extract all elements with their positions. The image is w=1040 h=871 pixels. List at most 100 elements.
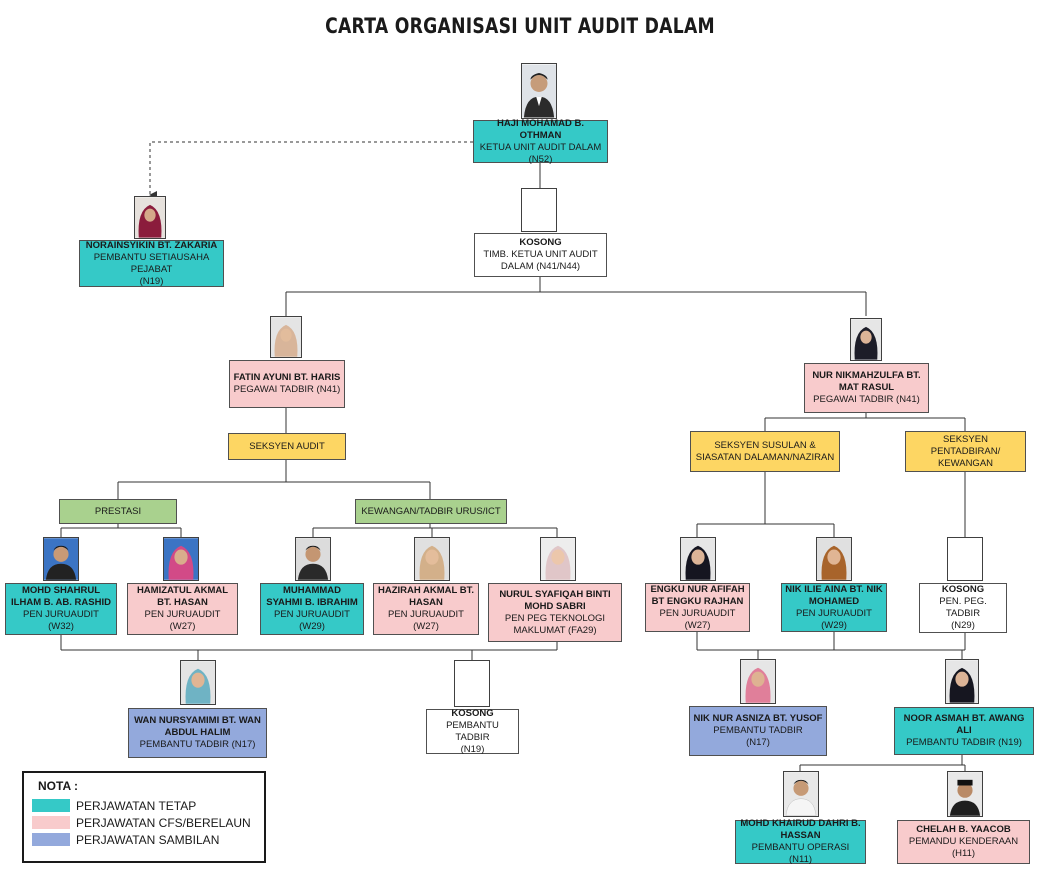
timbalan-role: TIMB. KETUA UNIT AUDIT DALAM (N41/N44) <box>483 249 598 272</box>
prestasi-box: PRESTASI <box>59 499 177 524</box>
setiausaha-role: PEMBANTU SETIAUSAHA PEJABAT <box>93 251 210 275</box>
chelah-box: CHELAH B. YAACOB PEMANDU KENDERAAN (H11) <box>897 820 1030 864</box>
syafiqah-box: NURUL SYAFIQAH BINTI MOHD SABRI PEN PEG … <box>488 583 622 642</box>
chelah-photo-icon <box>947 771 983 817</box>
dashed-link-ketua-to-setiausaha <box>149 141 473 199</box>
nurnikmah-role: PEGAWAI TADBIR (N41) <box>813 394 920 405</box>
link-audit-to-subsections <box>117 460 431 499</box>
kosong-pen-peg-grade: (N29) <box>951 620 975 631</box>
hazirah-photo-icon <box>414 537 450 581</box>
setiausaha-photo-icon <box>134 196 166 239</box>
ketua-role: KETUA UNIT AUDIT DALAM <box>479 141 602 153</box>
legend-row-tetap: PERJAWATAN TETAP <box>32 797 256 814</box>
link-nurnikmah-to-sections <box>764 413 966 431</box>
chelah-name: CHELAH B. YAACOB <box>916 824 1011 835</box>
syahmi-photo-icon <box>295 537 331 581</box>
nurnikmah-name: NUR NIKMAHZULFA BT. MAT RASUL <box>812 370 921 393</box>
niknur-grade: (N17) <box>746 737 770 748</box>
kosong-pen-peg-box: KOSONG PEN. PEG. TADBIR (N29) <box>919 583 1007 633</box>
legend-row-sambilan: PERJAWATAN SAMBILAN <box>32 831 256 848</box>
timbalan-vacant-photo-icon <box>521 188 557 232</box>
seksyen-audit-box: SEKSYEN AUDIT <box>228 433 346 460</box>
hazirah-name: HAZIRAH AKMAL BT. HASAN <box>377 585 475 608</box>
link-prestasi-staff <box>60 524 182 537</box>
legend-row-cfs: PERJAWATAN CFS/BERELAUN <box>32 814 256 831</box>
kosong-pembantu-vacant-photo-icon <box>454 660 490 707</box>
wan-photo-icon <box>180 660 216 705</box>
legend: NOTA : PERJAWATAN TETAP PERJAWATAN CFS/B… <box>22 771 266 863</box>
syahmi-box: MUHAMMAD SYAHMI B. IBRAHIM PEN JURUAUDIT… <box>260 583 364 635</box>
link-right-bottom-row <box>696 632 966 659</box>
wan-role: PEMBANTU TADBIR (N17) <box>139 739 256 750</box>
kosong-pen-peg-name: KOSONG <box>941 584 985 595</box>
noor-photo-icon <box>945 659 979 704</box>
shahrul-role: PEN JURUAUDIT (W32) <box>22 609 99 632</box>
seksyen-pentadbiran-box: SEKSYEN PENTADBIRAN/ KEWANGAN <box>905 431 1026 472</box>
khairud-photo-icon <box>783 771 819 817</box>
shahrul-box: MOHD SHAHRUL ILHAM B. AB. RASHID PEN JUR… <box>5 583 117 635</box>
niknur-name: NIK NUR ASNIZA BT. YUSOF <box>693 713 823 724</box>
syahmi-name: MUHAMMAD SYAHMI B. IBRAHIM <box>266 585 358 608</box>
syafiqah-role: PEN PEG TEKNOLOGI MAKLUMAT (FA29) <box>504 612 606 636</box>
setiausaha-grade: (N19) <box>139 275 164 287</box>
legend-label-cfs: PERJAWATAN CFS/BERELAUN <box>76 815 251 830</box>
page-title: CARTA ORGANISASI UNIT AUDIT DALAM <box>325 14 715 38</box>
hamizatul-photo-icon <box>163 537 199 581</box>
fatin-photo-icon <box>270 316 302 358</box>
legend-swatch-sambilan <box>32 833 70 846</box>
chelah-role: PEMANDU KENDERAAN (H11) <box>908 836 1019 859</box>
syahmi-role: PEN JURUAUDIT (W29) <box>273 609 350 632</box>
kosong-pembantu-role: PEMBANTU TADBIR <box>446 719 499 743</box>
link-susulan-staff <box>696 472 835 537</box>
engku-photo-icon <box>680 537 716 581</box>
fatin-box: FATIN AYUNI BT. HARIS PEGAWAI TADBIR (N4… <box>229 360 345 408</box>
noor-name: NOOR ASMAH BT. AWANG ALI <box>903 713 1025 736</box>
engku-name: ENGKU NUR AFIFAH BT ENGKU RAJHAN <box>650 583 745 607</box>
setiausaha-name: NORAINSYIKIN BT. ZAKARIA <box>85 239 218 251</box>
syafiqah-name: NURUL SYAFIQAH BINTI MOHD SABRI <box>499 588 611 612</box>
nikilie-box: NIK ILIE AINA BT. NIK MOHAMED PEN JURUAU… <box>781 583 887 632</box>
hamizatul-role: PEN JURUAUDIT (W27) <box>144 609 221 632</box>
noor-box: NOOR ASMAH BT. AWANG ALI PEMBANTU TADBIR… <box>894 707 1034 755</box>
nurnikmah-box: NUR NIKMAHZULFA BT. MAT RASUL PEGAWAI TA… <box>804 363 929 413</box>
ketua-box: HAJI MOHAMAD B. OTHMAN KETUA UNIT AUDIT … <box>473 117 608 165</box>
legend-label-sambilan: PERJAWATAN SAMBILAN <box>76 832 220 847</box>
nurnikmah-photo-icon <box>850 318 882 361</box>
khairud-box: MOHD KHAIRUD DAHRI B. HASSAN PEMBANTU OP… <box>735 818 866 865</box>
link-left-bottom-row <box>60 635 558 660</box>
wan-box: WAN NURSYAMIMI BT. WAN ABDUL HALIM PEMBA… <box>128 708 267 758</box>
fatin-role: PEGAWAI TADBIR (N41) <box>233 384 341 395</box>
fatin-name: FATIN AYUNI BT. HARIS <box>233 372 341 383</box>
hazirah-box: HAZIRAH AKMAL BT. HASAN PEN JURUAUDIT (W… <box>373 583 479 635</box>
legend-swatch-cfs <box>32 816 70 829</box>
shahrul-photo-icon <box>43 537 79 581</box>
legend-label-tetap: PERJAWATAN TETAP <box>76 798 197 813</box>
timbalan-name: KOSONG <box>519 237 562 248</box>
niknur-box: NIK NUR ASNIZA BT. YUSOF PEMBANTU TADBIR… <box>689 706 827 756</box>
kosong-pembantu-name: KOSONG <box>451 707 494 719</box>
nikilie-name: NIK ILIE AINA BT. NIK MOHAMED <box>785 583 883 607</box>
nikilie-role: PEN JURUAUDIT (W29) <box>795 607 872 631</box>
syafiqah-photo-icon <box>540 537 576 581</box>
niknur-role: PEMBANTU TADBIR <box>713 725 803 736</box>
kosong-pembantu-grade: (N19) <box>460 743 485 755</box>
hamizatul-box: HAMIZATUL AKMAL BT. HASAN PEN JURUAUDIT … <box>127 583 238 635</box>
kewangan-ict-box: KEWANGAN/TADBIR URUS/ICT <box>355 499 507 524</box>
kosong-pen-peg-vacant-photo-icon <box>947 537 983 581</box>
setiausaha-box: NORAINSYIKIN BT. ZAKARIA PEMBANTU SETIAU… <box>79 240 224 287</box>
kosong-pen-peg-role: PEN. PEG. TADBIR <box>939 596 987 619</box>
ketua-photo-icon <box>521 63 557 119</box>
ketua-name: HAJI MOHAMAD B. OTHMAN <box>496 117 585 141</box>
legend-title: NOTA : <box>38 779 78 793</box>
engku-role: PEN JURUAUDIT (W27) <box>659 607 736 631</box>
seksyen-susulan-box: SEKSYEN SUSULAN & SIASATAN DALAMAN/NAZIR… <box>690 431 840 472</box>
link-noor-to-drivers <box>799 755 966 771</box>
timbalan-box: KOSONG TIMB. KETUA UNIT AUDIT DALAM (N41… <box>474 233 607 277</box>
khairud-role: PEMBANTU OPERASI (N11) <box>751 842 850 865</box>
link-timbalan-to-officers <box>285 277 867 316</box>
noor-role: PEMBANTU TADBIR (N19) <box>906 737 1022 748</box>
link-ict-staff <box>312 524 558 537</box>
engku-box: ENGKU NUR AFIFAH BT ENGKU RAJHAN PEN JUR… <box>645 583 750 632</box>
khairud-name: MOHD KHAIRUD DAHRI B. HASSAN <box>740 818 861 841</box>
